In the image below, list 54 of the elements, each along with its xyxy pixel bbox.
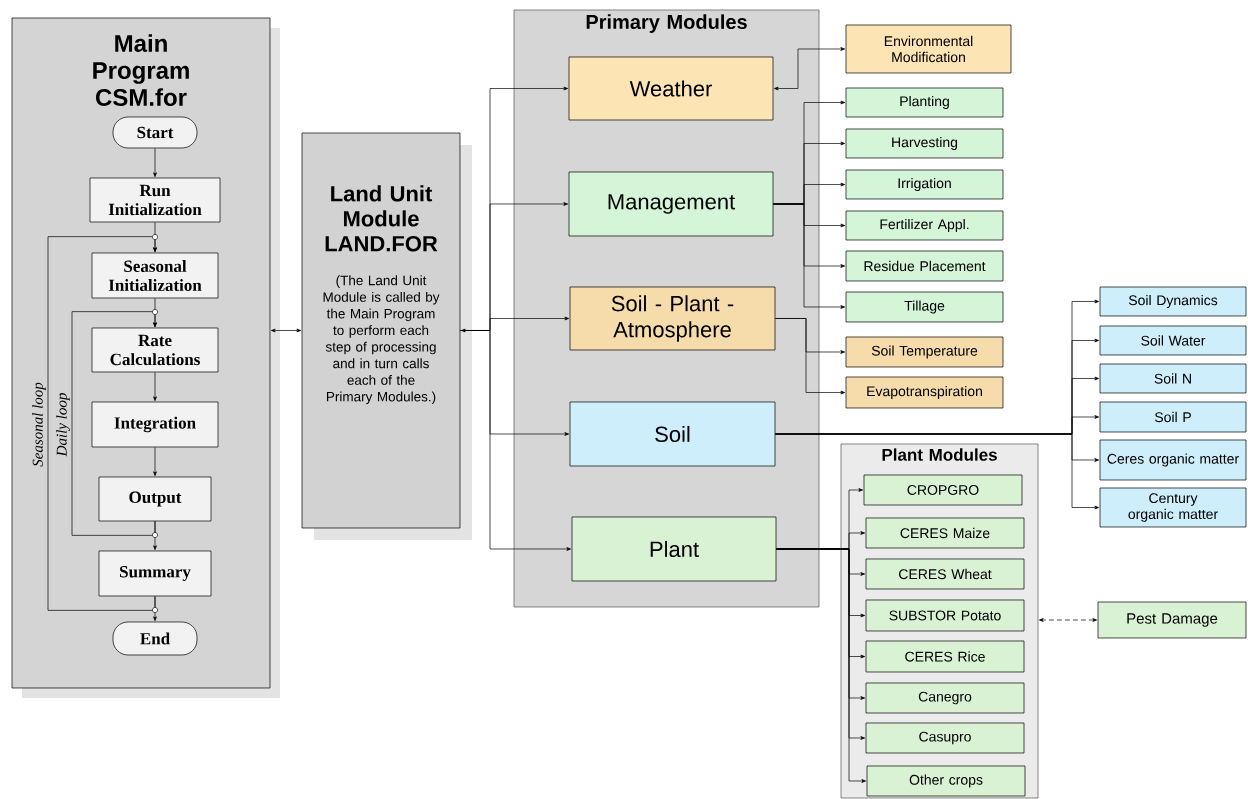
submodule-box: Soil Dynamics [1099, 286, 1247, 317]
submodule-box: Soil Temperature [845, 336, 1004, 368]
module-box: Plant [571, 516, 777, 582]
submodule-box: Canegro [865, 682, 1025, 714]
submodule-box: Planting [845, 87, 1004, 118]
arrow [460, 330, 571, 551]
arrow [773, 203, 845, 309]
arrow [775, 318, 845, 395]
module-box: Soil - Plant - Atmosphere [569, 286, 776, 351]
process-box: Summary [98, 550, 212, 597]
module-box: Weather [568, 56, 774, 121]
arrow [153, 372, 157, 401]
submodule-box: Harvesting [845, 128, 1004, 159]
submodule-box: Environmental Modification [845, 24, 1012, 74]
submodule-box: CROPGRO [863, 474, 1023, 506]
terminal-box: Start [112, 116, 198, 149]
arrow [461, 86, 568, 333]
submodule-box: Evapotranspiration [845, 376, 1004, 409]
submodule-box: Soil N [1099, 363, 1247, 394]
arrow [47, 236, 157, 611]
submodule-box: SUBSTOR Potato [865, 599, 1025, 632]
submodule-box: Other crops [866, 765, 1026, 797]
arrow [271, 328, 301, 333]
submodule-box: Soil Water [1099, 325, 1247, 356]
submodule-box: Ceres organic matter [1099, 439, 1247, 481]
submodule-box: Irrigation [845, 169, 1004, 200]
submodule-box: Century organic matter [1099, 487, 1247, 528]
arrow [153, 148, 157, 177]
submodule-box: Tillage [845, 291, 1004, 323]
arrow [776, 548, 866, 783]
arrow [153, 447, 157, 476]
submodule-box: Soil P [1099, 401, 1247, 433]
terminal-box: End [112, 621, 198, 656]
process-box: Integration [91, 401, 219, 448]
submodule-box: Casupro [865, 722, 1025, 754]
submodule-box: CERES Wheat [865, 558, 1025, 590]
module-box: Management [568, 171, 774, 237]
process-box: Seasonal Initialization [91, 252, 219, 299]
submodule-box: Pest Damage [1097, 601, 1247, 639]
module-box: Soil [569, 401, 776, 467]
module-panel: Land Unit Module LAND.FOR (The Land Unit Module is called by the Main Program to perform each step of processing and in turn calls each of the Primary Modules.) [301, 132, 461, 529]
arrow [775, 433, 1099, 510]
submodule-box: Residue Placement [845, 250, 1004, 282]
process-box: Rate Calculations [91, 327, 219, 373]
submodule-box: CERES Maize [865, 517, 1025, 549]
edge-label: Daily loop [56, 393, 70, 457]
process-box: Run Initialization [89, 177, 221, 223]
arrow [71, 311, 157, 536]
edge-label: Seasonal loop [32, 382, 46, 467]
submodule-box: CERES Rice [865, 640, 1025, 673]
process-box: Output [98, 476, 212, 522]
arrow [1039, 618, 1097, 622]
arrow [774, 47, 845, 91]
submodule-box: Fertilizer Appl. [845, 210, 1004, 241]
